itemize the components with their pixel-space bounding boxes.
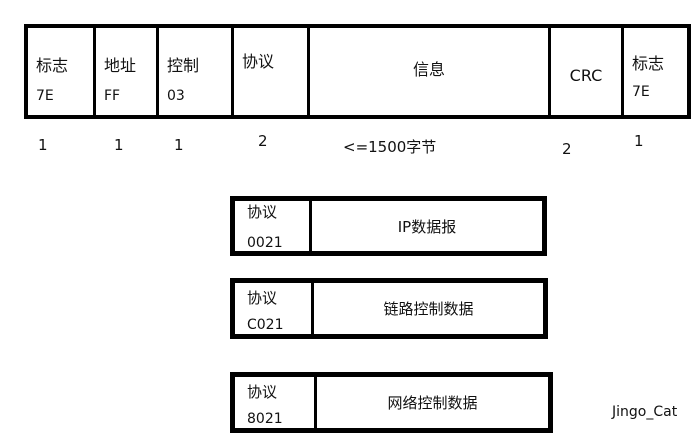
protocol-lcp: 协议 C021 链路控制数据 (230, 278, 548, 339)
field-label: CRC (569, 66, 603, 85)
field-value: 7E (632, 84, 650, 100)
field-crc: CRC (551, 28, 621, 115)
protocol-code: C021 (247, 317, 284, 333)
field-protocol: 协议 (234, 28, 307, 115)
field-label: 标志 (36, 56, 69, 75)
field-label: 信息 (412, 60, 445, 79)
field-value: 03 (167, 88, 185, 104)
ppp-frame: 标志 7E 地址 FF 控制 03 协议 信息 CRC 标志 7E (24, 24, 691, 119)
field-flag-end: 标志 7E (624, 28, 687, 115)
protocol-ncp: 协议 8021 网络控制数据 (230, 372, 553, 433)
protocol-desc: 链路控制数据 (383, 300, 474, 318)
field-size: 1 (114, 136, 124, 154)
protocol-ip: 协议 0021 IP数据报 (230, 196, 547, 256)
protocol-code: 8021 (247, 411, 283, 427)
protocol-code: 0021 (247, 235, 283, 251)
protocol-label: 协议 (247, 289, 278, 307)
field-size: 1 (174, 136, 184, 154)
field-value: 7E (36, 88, 54, 104)
field-size: 2 (258, 132, 268, 150)
field-control: 控制 03 (159, 28, 231, 115)
field-flag-start: 标志 7E (28, 28, 93, 115)
field-size: 2 (562, 140, 572, 158)
field-information: 信息 (310, 28, 548, 115)
field-label: 协议 (242, 52, 275, 71)
field-label: 标志 (632, 54, 665, 73)
field-size: 1 (38, 136, 48, 154)
protocol-desc: IP数据报 (397, 218, 457, 236)
field-address: 地址 FF (96, 28, 156, 115)
field-label: 控制 (167, 56, 200, 75)
field-size: 1 (634, 132, 644, 150)
protocol-label: 协议 (247, 203, 278, 221)
watermark: Jingo_Cat (612, 404, 678, 420)
field-label: 地址 (104, 56, 137, 75)
field-value: FF (104, 88, 121, 104)
protocol-desc: 网络控制数据 (387, 394, 478, 412)
field-size: <=1500字节 (343, 138, 437, 156)
protocol-label: 协议 (247, 383, 278, 401)
